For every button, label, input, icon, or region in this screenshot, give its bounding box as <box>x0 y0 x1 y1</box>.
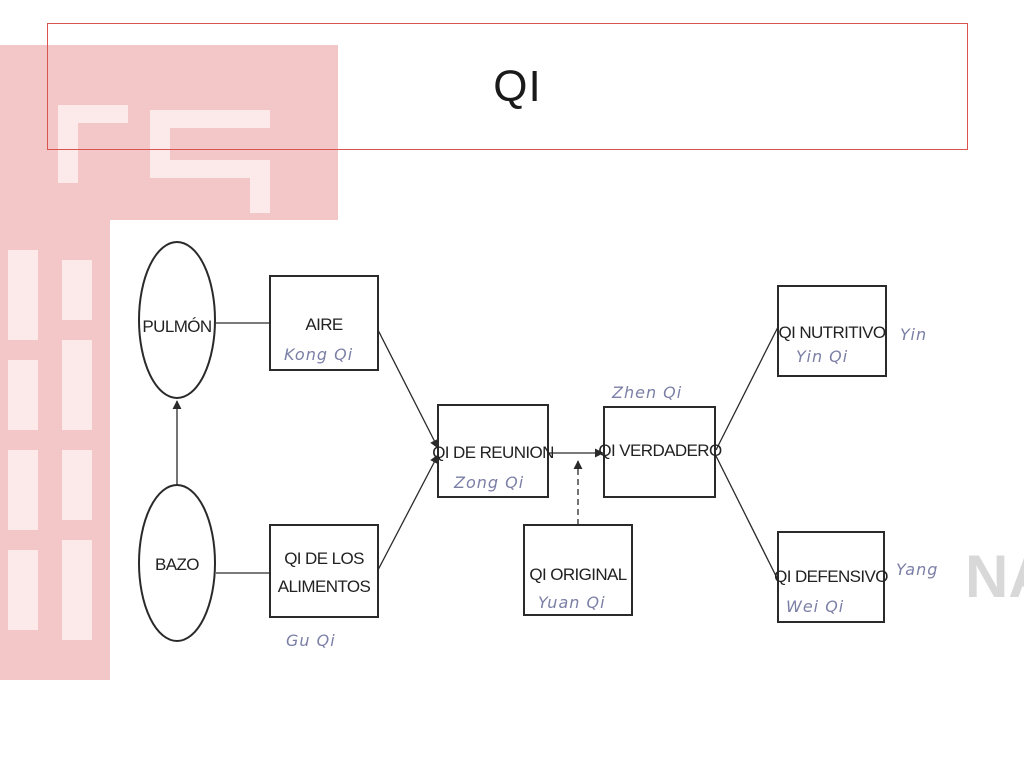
connector-aire-reunion <box>377 329 439 449</box>
node-bazo: BAZO <box>138 484 216 642</box>
node-verdadero: QI VERDADERO Zhen Qi <box>598 383 723 498</box>
node-nutritivo-label: QI NUTRITIVO <box>778 323 885 342</box>
node-verdadero-note: Zhen Qi <box>611 383 682 402</box>
node-original: QI ORIGINAL Yuan Qi <box>523 524 633 616</box>
node-nutritivo: QI NUTRITIVO Yin Qi Yin <box>777 285 927 377</box>
connector-verdadero-nutritivo <box>715 326 779 451</box>
node-alimentos-label-1: QI DE LOS <box>284 549 364 568</box>
node-defensivo-side-note: Yang <box>896 560 938 579</box>
node-aire-note: Kong Qi <box>284 345 353 364</box>
connector-verdadero-defensivo <box>715 455 779 581</box>
node-reunion-label: QI DE REUNION <box>432 443 554 462</box>
node-reunion: QI DE REUNION Zong Qi <box>432 404 554 498</box>
node-defensivo-note: Wei Qi <box>786 597 844 616</box>
node-aire: AIRE Kong Qi <box>269 275 379 371</box>
node-defensivo-label: QI DEFENSIVO <box>774 567 888 586</box>
page-title: QI <box>493 61 542 111</box>
watermark-right-text: NA <box>965 543 1024 610</box>
node-alimentos: QI DE LOS ALIMENTOS Gu Qi <box>269 524 379 650</box>
node-original-label: QI ORIGINAL <box>529 565 626 584</box>
node-defensivo: QI DEFENSIVO Wei Qi Yang <box>774 531 938 623</box>
connector-alimentos-reunion <box>377 454 439 571</box>
node-nutritivo-side-note: Yin <box>900 325 927 344</box>
node-reunion-note: Zong Qi <box>453 473 524 492</box>
node-aire-label: AIRE <box>305 315 343 334</box>
title-box: QI <box>47 23 968 150</box>
node-pulmon-label: PULMÓN <box>142 317 211 336</box>
node-alimentos-note: Gu Qi <box>286 631 336 650</box>
node-verdadero-label: QI VERDADERO <box>598 441 722 460</box>
node-bazo-label: BAZO <box>155 555 199 574</box>
node-nutritivo-note: Yin Qi <box>796 347 848 366</box>
node-alimentos-label-2: ALIMENTOS <box>278 577 371 596</box>
node-pulmon: PULMÓN <box>138 241 216 399</box>
node-original-note: Yuan Qi <box>538 593 606 612</box>
connectors <box>172 322 779 581</box>
